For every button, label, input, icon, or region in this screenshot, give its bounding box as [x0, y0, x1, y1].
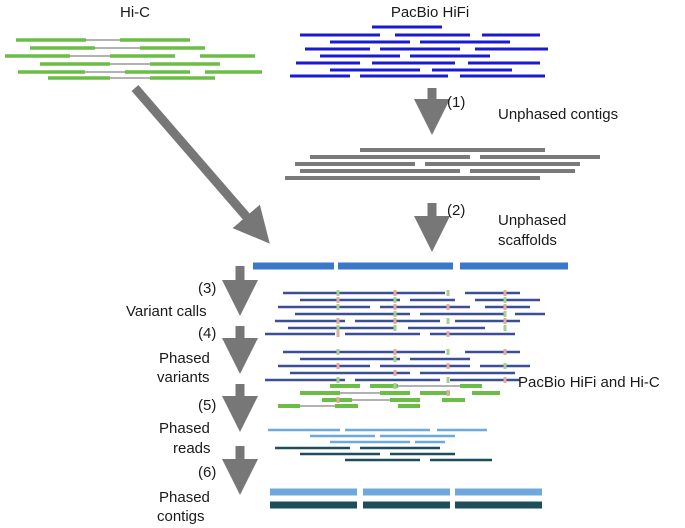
variant-call-reads — [265, 291, 545, 336]
step1-label: (1) — [447, 94, 466, 111]
step2-label: (2) — [447, 202, 466, 219]
phased-contigs-label-2: contigs — [157, 508, 205, 525]
phased-reads-label-1: Phased — [159, 420, 210, 437]
arrow-hic-to-scaffolds — [131, 85, 270, 244]
step6-label: (6) — [198, 464, 217, 481]
hic-read-pairs — [5, 38, 262, 80]
unphased-scaffolds-label-1: Unphased — [498, 212, 567, 229]
unphased-scaffolds-label-2: scaffolds — [498, 232, 557, 249]
unphased-contigs-label: Unphased contigs — [498, 106, 619, 123]
phased-variants-label-1: Phased — [159, 350, 210, 367]
unphased-contigs — [285, 148, 600, 180]
phased-variants-label-2: variants — [157, 369, 210, 386]
hic-label: Hi-C — [120, 4, 150, 21]
hic-pair-links — [70, 39, 150, 79]
variant-calls-label: Variant calls — [126, 303, 207, 320]
workflow-arrows — [131, 85, 450, 495]
variant-markers — [336, 290, 507, 337]
phased-reads — [268, 428, 492, 462]
step4-label: (4) — [198, 325, 217, 342]
hifi-reads — [290, 25, 548, 78]
pacbio-hifi-and-hic-label: PacBio HiFi and Hi-C — [518, 374, 660, 391]
phased-hic-links — [300, 385, 460, 407]
phased-reads-label-2: reads — [173, 440, 211, 457]
phased-variant-reads — [265, 350, 530, 382]
phased-contigs — [270, 488, 542, 509]
phased-contigs-label-1: Phased — [159, 489, 210, 506]
phased-hic-reads — [278, 384, 500, 408]
step3-label: (3) — [198, 280, 217, 297]
step5-label: (5) — [198, 397, 217, 414]
phased-variant-markers — [336, 349, 507, 403]
pacbio-hifi-label: PacBio HiFi — [390, 4, 470, 21]
